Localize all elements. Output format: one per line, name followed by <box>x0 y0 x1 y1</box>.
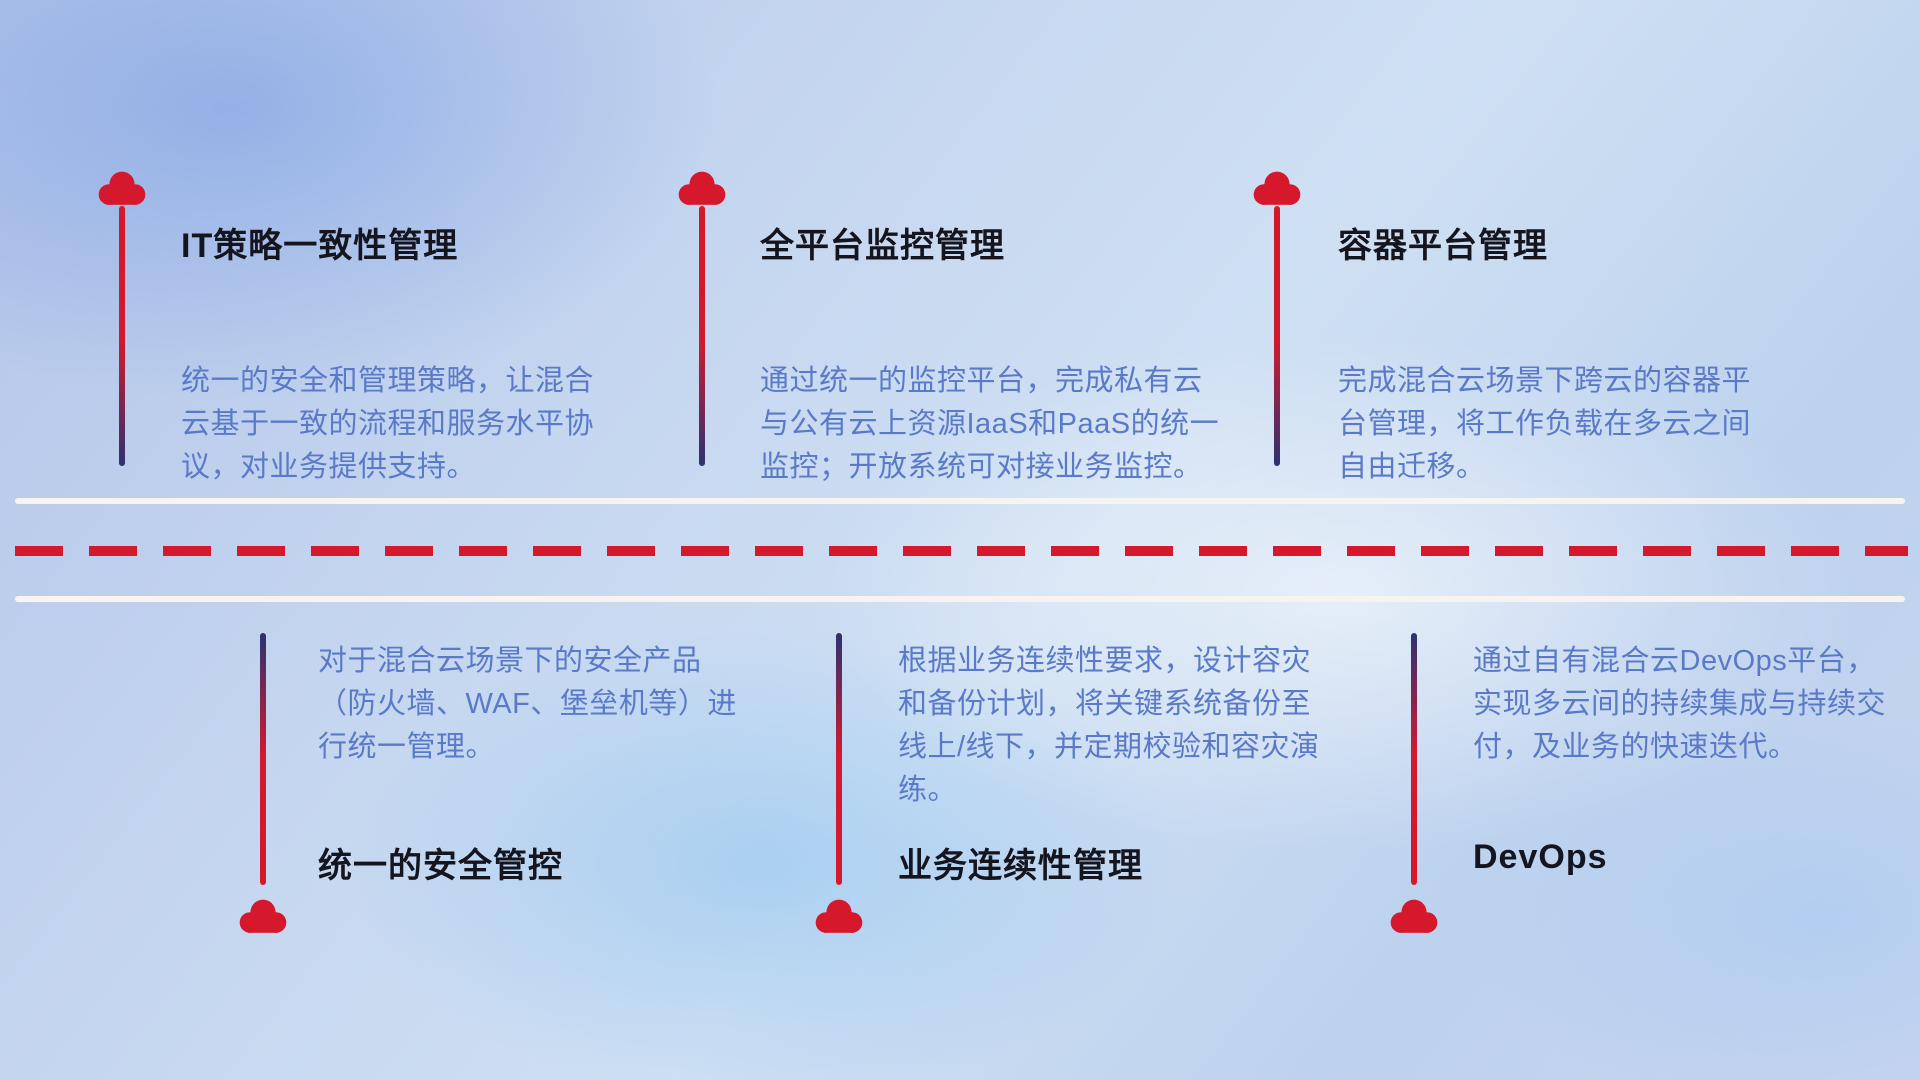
item-description: 统一的安全和管理策略，让混合云基于一致的流程和服务水平协议，对业务提供支持。 <box>181 365 595 483</box>
cloud-icon <box>678 171 726 205</box>
timeline-stem <box>836 633 842 885</box>
item-title: 全平台监控管理 <box>760 227 1005 265</box>
cloud-icon <box>1390 899 1438 933</box>
timeline-stem <box>1274 206 1280 466</box>
road-line-top <box>15 498 1905 504</box>
cloud-icon <box>239 899 287 933</box>
cloud-icon <box>815 899 863 933</box>
timeline-stem <box>699 206 705 466</box>
road-line-bottom <box>15 596 1905 602</box>
item-title: 统一的安全管控 <box>318 847 563 885</box>
item-title: 业务连续性管理 <box>898 847 1143 885</box>
item-description: 对于混合云场景下的安全产品（防火墙、WAF、堡垒机等）进行统一管理。 <box>318 645 737 763</box>
item-description: 通过统一的监控平台，完成私有云与公有云上资源IaaS和PaaS的统一监控；开放系… <box>760 365 1220 483</box>
item-title: 容器平台管理 <box>1338 227 1548 265</box>
cloud-icon <box>1253 171 1301 205</box>
item-description: 完成混合云场景下跨云的容器平台管理，将工作负载在多云之间自由迁移。 <box>1338 365 1752 483</box>
item-title: DevOps <box>1473 838 1608 876</box>
cloud-icon <box>98 171 146 205</box>
road-dashed-centerline <box>15 546 1908 556</box>
item-title: IT策略一致性管理 <box>181 227 459 265</box>
item-description: 通过自有混合云DevOps平台，实现多云间的持续集成与持续交付，及业务的快速迭代… <box>1473 645 1887 763</box>
timeline-stem <box>260 633 266 885</box>
timeline-stem <box>119 206 125 466</box>
item-description: 根据业务连续性要求，设计容灾和备份计划，将关键系统备份至线上/线下，并定期校验和… <box>898 645 1320 806</box>
timeline-stem <box>1411 633 1417 885</box>
